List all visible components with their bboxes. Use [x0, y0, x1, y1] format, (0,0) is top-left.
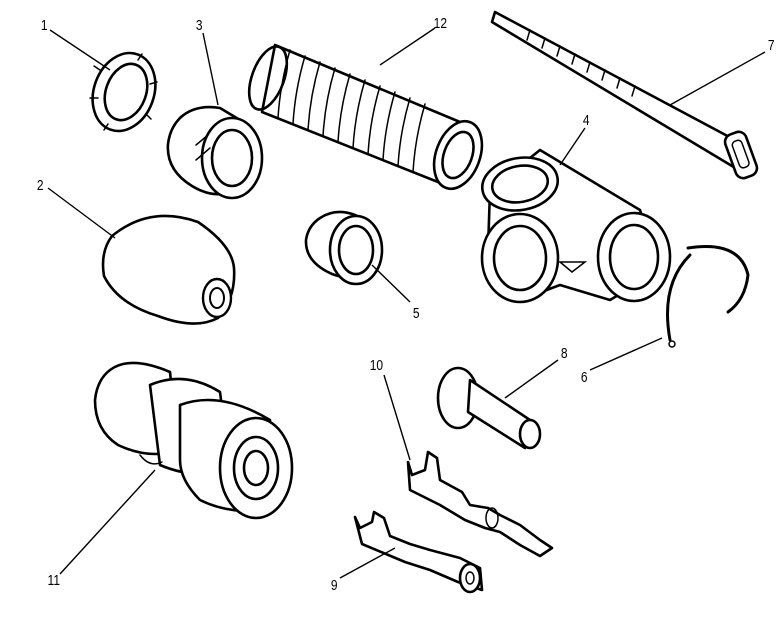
callout-8: 8 — [561, 345, 568, 362]
part-5-grommet — [304, 210, 384, 286]
part-9-socket-contact — [353, 510, 484, 594]
leader-line-3 — [202, 32, 219, 106]
part-8-plug-pin — [436, 366, 542, 450]
part-3-adapter — [166, 105, 264, 200]
part-6-retaining-clip — [666, 245, 750, 348]
callout-6: 6 — [581, 369, 588, 386]
part-2-boot — [101, 214, 236, 325]
part-11-connector-body — [93, 361, 294, 520]
callout-4: 4 — [583, 112, 590, 129]
leader-line-8 — [504, 359, 559, 399]
callout-11: 11 — [48, 572, 60, 589]
callout-9: 9 — [331, 577, 338, 594]
callout-12: 12 — [434, 15, 447, 32]
leader-line-7 — [669, 51, 766, 106]
leader-line-4 — [559, 127, 586, 166]
part-7-cable-tie — [490, 10, 759, 180]
leader-line-2 — [47, 187, 116, 239]
callout-7: 7 — [768, 37, 775, 54]
callout-2: 2 — [37, 177, 44, 194]
callout-5: 5 — [413, 305, 420, 322]
leader-line-10 — [383, 374, 411, 461]
callout-3: 3 — [196, 17, 203, 34]
callout-10: 10 — [370, 357, 384, 374]
leader-line-11 — [59, 469, 156, 575]
part-4-tee-fitting — [480, 148, 672, 304]
leader-line-6 — [589, 337, 663, 371]
leader-line-5 — [371, 264, 411, 303]
part-12-corrugated-tube — [247, 43, 484, 191]
part-1-lock-nut — [89, 51, 158, 133]
part-10-pin-contact — [406, 450, 554, 558]
leader-line-1 — [49, 29, 111, 71]
callout-1: 1 — [41, 17, 48, 34]
leader-line-12 — [379, 27, 436, 66]
leader-line-9 — [339, 547, 396, 579]
